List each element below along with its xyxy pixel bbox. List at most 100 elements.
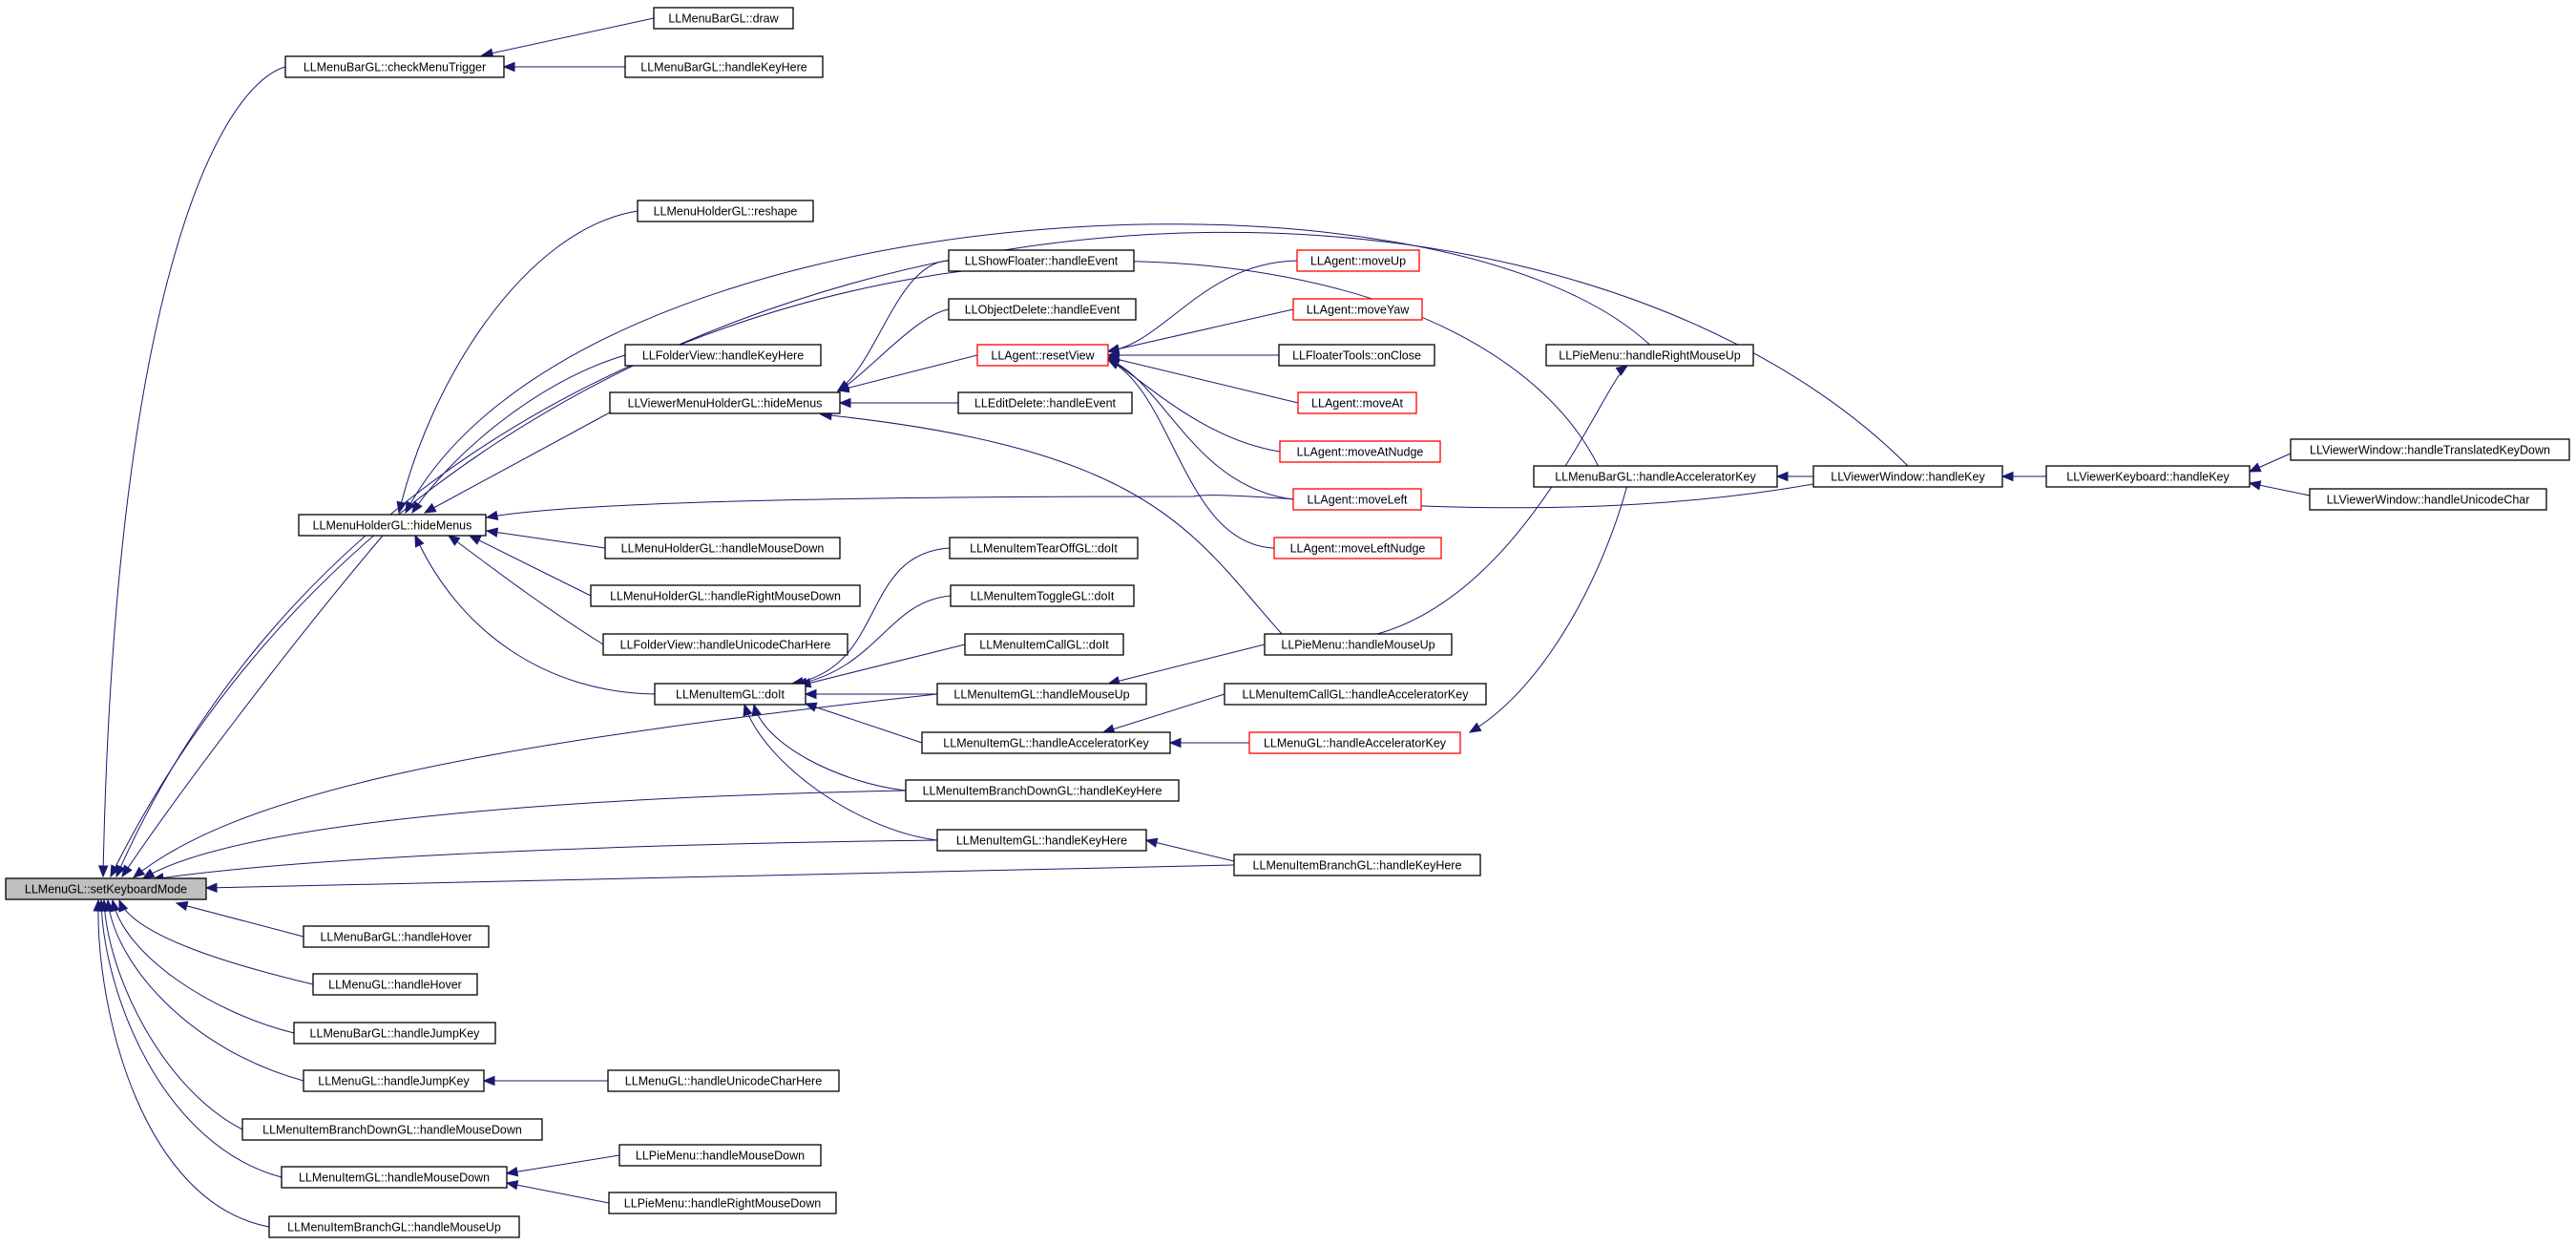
node-miBranchDownHMD[interactable]: LLMenuItemBranchDownGL::handleMouseDown bbox=[241, 1118, 543, 1141]
node-box[interactable] bbox=[1278, 344, 1435, 367]
node-vmhHideMenus[interactable]: LLViewerMenuHolderGL::hideMenus bbox=[609, 391, 841, 414]
node-menuHandleHover[interactable]: LLMenuGL::handleHover bbox=[312, 973, 478, 996]
node-editDeleteHE[interactable]: LLEditDelete::handleEvent bbox=[957, 391, 1133, 414]
node-box[interactable] bbox=[303, 925, 490, 948]
node-miCallDoIt[interactable]: LLMenuItemCallGL::doIt bbox=[964, 633, 1124, 656]
node-box[interactable] bbox=[303, 1069, 485, 1092]
node-miTearOffDoIt[interactable]: LLMenuItemTearOffGL::doIt bbox=[949, 537, 1139, 559]
node-box[interactable] bbox=[1233, 854, 1481, 876]
node-mhReshape[interactable]: LLMenuHolderGL::reshape bbox=[637, 200, 814, 222]
node-box[interactable] bbox=[936, 683, 1147, 706]
node-pieHandleRightMouseDown[interactable]: LLPieMenu::handleRightMouseDown bbox=[608, 1192, 837, 1214]
node-mbDraw[interactable]: LLMenuBarGL::draw bbox=[653, 7, 794, 30]
node-box[interactable] bbox=[1296, 249, 1420, 272]
node-agentMoveAtNudge[interactable]: LLAgent::moveAtNudge bbox=[1279, 440, 1441, 463]
node-box[interactable] bbox=[653, 7, 794, 30]
node-box[interactable] bbox=[607, 1069, 840, 1092]
node-vkHandleKey[interactable]: LLViewerKeyboard::handleKey bbox=[2045, 465, 2251, 488]
node-vwHandleKey[interactable]: LLViewerWindow::handleKey bbox=[1812, 465, 2003, 488]
node-menuHandleAccel[interactable]: LLMenuGL::handleAcceleratorKey bbox=[1248, 731, 1461, 754]
node-box[interactable] bbox=[268, 1215, 520, 1238]
node-checkMenuTrigger[interactable]: LLMenuBarGL::checkMenuTrigger bbox=[284, 55, 505, 78]
node-agentMoveLeftNudge[interactable]: LLAgent::moveLeftNudge bbox=[1273, 537, 1442, 559]
node-mbHandleAccel[interactable]: LLMenuBarGL::handleAcceleratorKey bbox=[1533, 465, 1778, 488]
node-box[interactable] bbox=[298, 514, 487, 537]
node-box[interactable] bbox=[2045, 465, 2251, 488]
node-box[interactable] bbox=[964, 633, 1124, 656]
node-menuHandleJumpKey[interactable]: LLMenuGL::handleJumpKey bbox=[303, 1069, 485, 1092]
node-miBranchDownHKH[interactable]: LLMenuItemBranchDownGL::handleKeyHere bbox=[905, 779, 1180, 802]
node-box[interactable] bbox=[590, 584, 861, 607]
node-box[interactable] bbox=[293, 1022, 496, 1045]
node-miBranchHKH[interactable]: LLMenuItemBranchGL::handleKeyHere bbox=[1233, 854, 1481, 876]
node-pieHandleMouseUp[interactable]: LLPieMenu::handleMouseUp bbox=[1264, 633, 1453, 656]
node-box[interactable] bbox=[5, 877, 207, 900]
node-box[interactable] bbox=[1248, 731, 1461, 754]
node-folderHandleUnicode[interactable]: LLFolderView::handleUnicodeCharHere bbox=[602, 633, 848, 656]
node-box[interactable] bbox=[1533, 465, 1778, 488]
node-box[interactable] bbox=[905, 779, 1180, 802]
node-box[interactable] bbox=[624, 55, 824, 78]
node-box[interactable] bbox=[609, 391, 841, 414]
node-mhHandleMouseDown[interactable]: LLMenuHolderGL::handleMouseDown bbox=[604, 537, 841, 559]
node-floaterToolsOnClose[interactable]: LLFloaterTools::onClose bbox=[1278, 344, 1435, 367]
node-box[interactable] bbox=[637, 200, 814, 222]
node-box[interactable] bbox=[2290, 438, 2570, 461]
node-box[interactable] bbox=[284, 55, 505, 78]
node-miToggleDoIt[interactable]: LLMenuItemToggleGL::doIt bbox=[950, 584, 1135, 607]
node-box[interactable] bbox=[950, 584, 1135, 607]
node-box[interactable] bbox=[1812, 465, 2003, 488]
node-box[interactable] bbox=[281, 1166, 508, 1189]
node-pieHandleRightMouseUp[interactable]: LLPieMenu::handleRightMouseUp bbox=[1545, 344, 1754, 367]
node-box[interactable] bbox=[976, 344, 1109, 367]
node-menuHandleUnicodeHere[interactable]: LLMenuGL::handleUnicodeCharHere bbox=[607, 1069, 840, 1092]
node-box[interactable] bbox=[948, 249, 1135, 272]
node-miBranchHMU[interactable]: LLMenuItemBranchGL::handleMouseUp bbox=[268, 1215, 520, 1238]
node-box[interactable] bbox=[948, 298, 1137, 321]
node-miDoIt[interactable]: LLMenuItemGL::doIt bbox=[654, 683, 806, 706]
node-miHandleMouseUp[interactable]: LLMenuItemGL::handleMouseUp bbox=[936, 683, 1147, 706]
node-agentMoveAt[interactable]: LLAgent::moveAt bbox=[1297, 391, 1417, 414]
node-box[interactable] bbox=[604, 537, 841, 559]
node-mhHandleRightMouseDown[interactable]: LLMenuHolderGL::handleRightMouseDown bbox=[590, 584, 861, 607]
node-box[interactable] bbox=[1297, 391, 1417, 414]
node-box[interactable] bbox=[312, 973, 478, 996]
node-box[interactable] bbox=[1279, 440, 1441, 463]
node-vwHandleTranslated[interactable]: LLViewerWindow::handleTranslatedKeyDown bbox=[2290, 438, 2570, 461]
node-box[interactable] bbox=[602, 633, 848, 656]
node-mhHideMenus[interactable]: LLMenuHolderGL::hideMenus bbox=[298, 514, 487, 537]
node-agentMoveUp[interactable]: LLAgent::moveUp bbox=[1296, 249, 1420, 272]
node-box[interactable] bbox=[2309, 488, 2547, 511]
node-box[interactable] bbox=[1292, 298, 1423, 321]
node-box[interactable] bbox=[1273, 537, 1442, 559]
node-box[interactable] bbox=[1545, 344, 1754, 367]
node-miHandleAccel[interactable]: LLMenuItemGL::handleAcceleratorKey bbox=[921, 731, 1171, 754]
node-miHandleKeyHere[interactable]: LLMenuItemGL::handleKeyHere bbox=[936, 829, 1147, 852]
node-box[interactable] bbox=[949, 537, 1139, 559]
node-miHandleMouseDown[interactable]: LLMenuItemGL::handleMouseDown bbox=[281, 1166, 508, 1189]
node-showFloaterHE[interactable]: LLShowFloater::handleEvent bbox=[948, 249, 1135, 272]
node-mbHandleJumpKey[interactable]: LLMenuBarGL::handleJumpKey bbox=[293, 1022, 496, 1045]
node-box[interactable] bbox=[608, 1192, 837, 1214]
node-box[interactable] bbox=[1292, 488, 1422, 511]
node-box[interactable] bbox=[936, 829, 1147, 852]
node-box[interactable] bbox=[624, 344, 822, 367]
node-vwHandleUnicode[interactable]: LLViewerWindow::handleUnicodeChar bbox=[2309, 488, 2547, 511]
node-box[interactable] bbox=[618, 1144, 822, 1167]
node-agentMoveLeft[interactable]: LLAgent::moveLeft bbox=[1292, 488, 1422, 511]
node-root[interactable]: LLMenuGL::setKeyboardMode bbox=[5, 877, 207, 900]
node-box[interactable] bbox=[241, 1118, 543, 1141]
node-objDeleteHE[interactable]: LLObjectDelete::handleEvent bbox=[948, 298, 1137, 321]
node-folderHandleKeyHere[interactable]: LLFolderView::handleKeyHere bbox=[624, 344, 822, 367]
node-agentResetView[interactable]: LLAgent::resetView bbox=[976, 344, 1109, 367]
node-miCallHandleAccel[interactable]: LLMenuItemCallGL::handleAcceleratorKey bbox=[1224, 683, 1487, 706]
node-box[interactable] bbox=[957, 391, 1133, 414]
node-mbHandleKeyHere[interactable]: LLMenuBarGL::handleKeyHere bbox=[624, 55, 824, 78]
node-box[interactable] bbox=[1264, 633, 1453, 656]
node-box[interactable] bbox=[921, 731, 1171, 754]
node-box[interactable] bbox=[1224, 683, 1487, 706]
node-mbHandleHover[interactable]: LLMenuBarGL::handleHover bbox=[303, 925, 490, 948]
node-box[interactable] bbox=[654, 683, 806, 706]
node-agentMoveYaw[interactable]: LLAgent::moveYaw bbox=[1292, 298, 1423, 321]
node-pieHandleMouseDown[interactable]: LLPieMenu::handleMouseDown bbox=[618, 1144, 822, 1167]
